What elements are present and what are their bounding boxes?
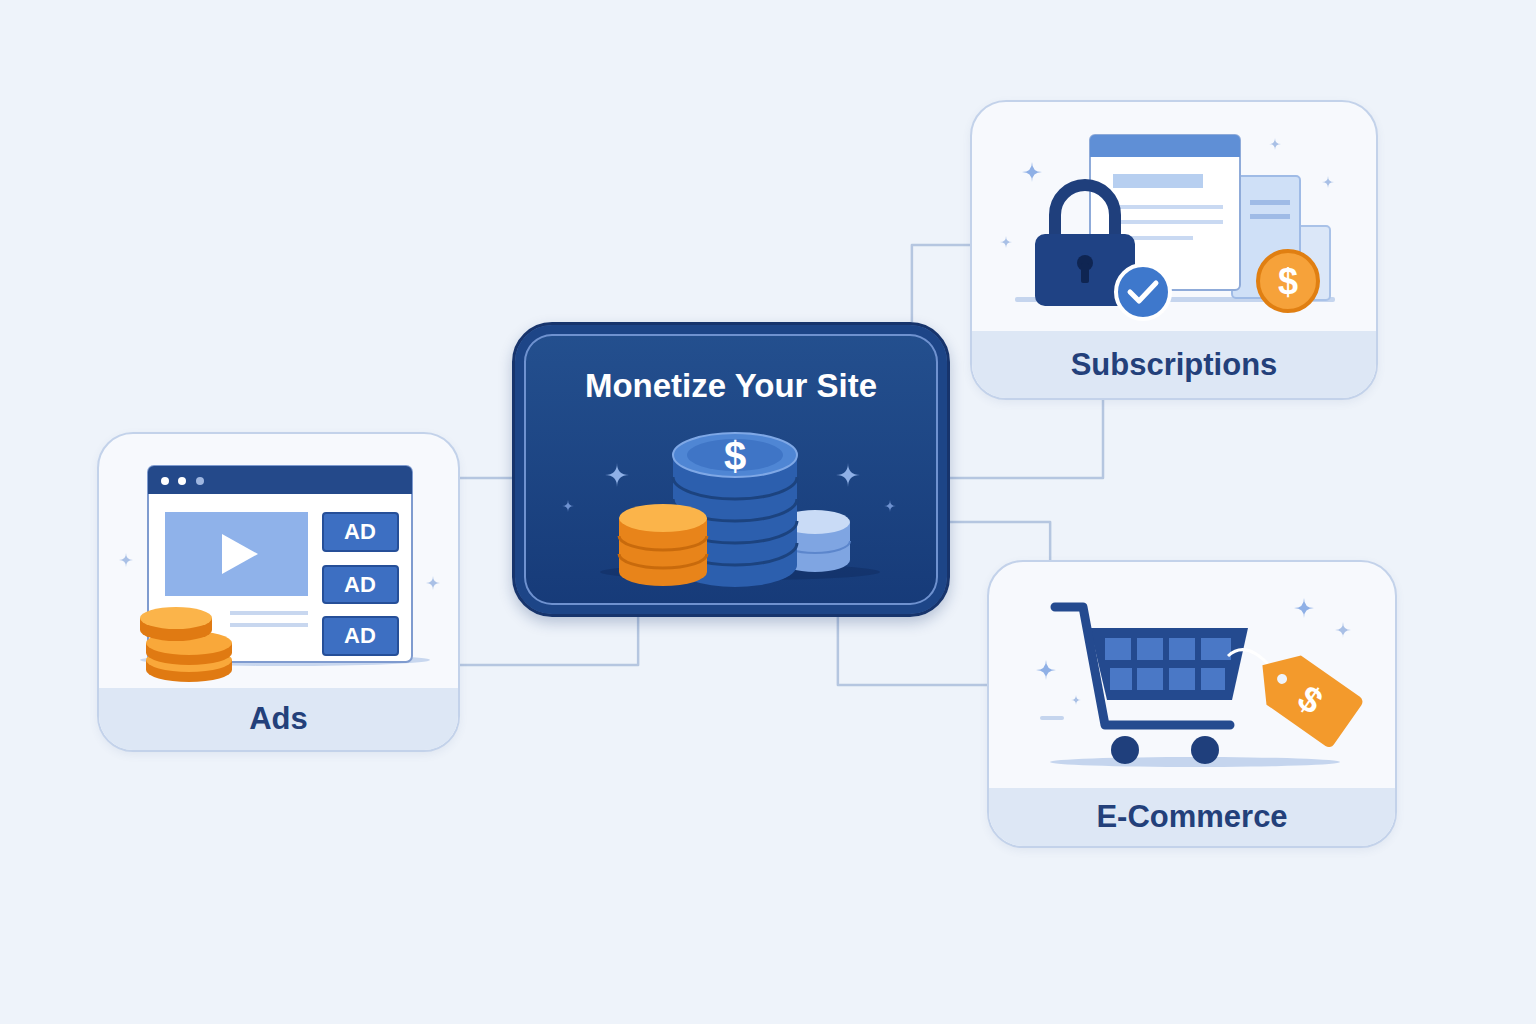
- hub-box: Monetize Your Site: [512, 322, 950, 617]
- connector-line: [950, 522, 1050, 560]
- coin-stacks: [562, 433, 896, 587]
- method-card: E-Commerce: [987, 560, 1397, 848]
- connector-line: [460, 617, 638, 665]
- node-label: E-Commerce: [1096, 799, 1287, 835]
- connector-line: [912, 245, 970, 322]
- node-title: Monetize Your Site: [515, 367, 947, 405]
- node-label: Ads: [249, 701, 308, 737]
- connector-line: [950, 400, 1103, 478]
- method-card: Subscriptions: [970, 100, 1378, 400]
- method-card: Ads: [97, 432, 460, 752]
- label-band: E-Commerce: [989, 788, 1395, 846]
- label-band: Subscriptions: [972, 331, 1376, 398]
- subscriptions-illustration: [1000, 135, 1335, 319]
- ecommerce-illustration: [1036, 598, 1365, 767]
- ads-illustration: [119, 466, 440, 682]
- label-band: Ads: [99, 688, 458, 750]
- connector-line: [838, 617, 987, 685]
- node-label: Subscriptions: [1071, 347, 1278, 383]
- connector-line: [460, 477, 512, 480]
